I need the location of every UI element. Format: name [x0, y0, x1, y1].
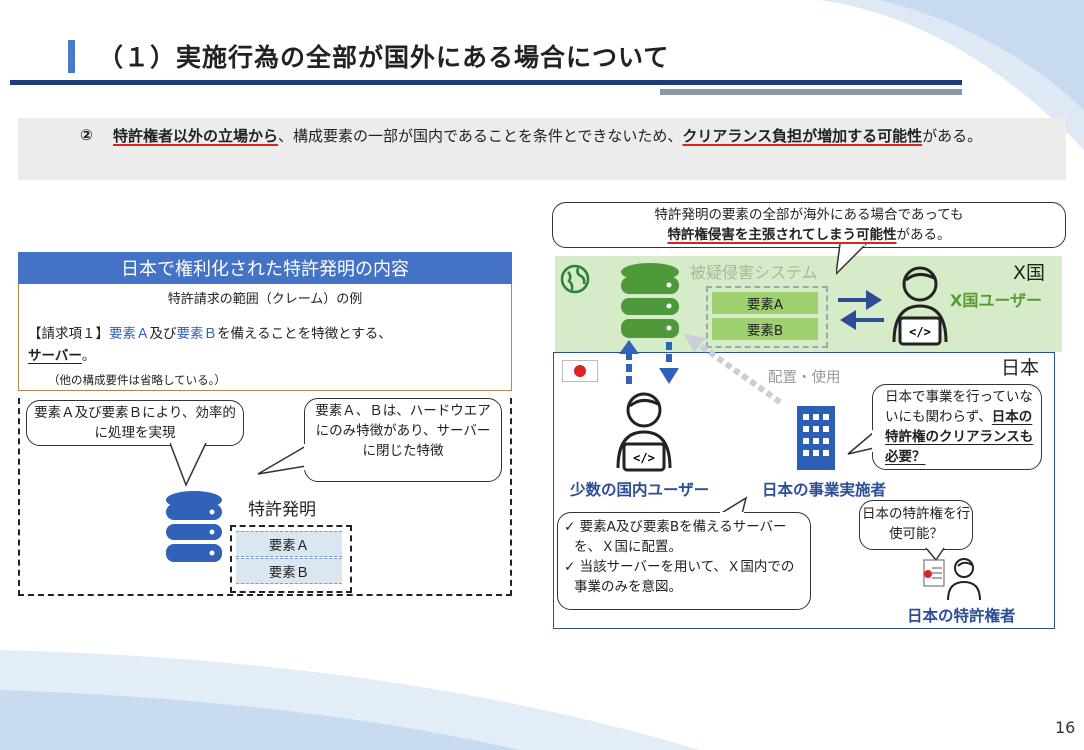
left-element-b: 要素Ｂ: [236, 558, 342, 584]
left-element-a: 要素Ａ: [236, 531, 342, 557]
claim-subheading: 特許請求の範囲（クレーム）の例: [167, 292, 363, 307]
japan-zone: [553, 352, 1055, 629]
conditions-bubble-tail: [719, 496, 748, 516]
right-element-b: 要素B: [712, 318, 818, 340]
claim-text: 【請求項１】要素Ａ及び要素Ｂを備えることを特徴とする、サーバー。: [28, 323, 498, 367]
x-country-user-label: X国ユーザー: [950, 291, 1043, 310]
bubble-a-tail: [170, 443, 207, 487]
domestic-user-label: 少数の国内ユーザー: [570, 481, 710, 499]
page-title: （１）実施行為の全部が国外にある場合について: [98, 43, 670, 72]
risk-bubble-emphasis: 特許権侵害を主張されてしまう可能性: [667, 227, 897, 243]
risk-bubble-tail: [836, 244, 867, 276]
up-down-dashed-arrows: [619, 340, 679, 384]
condition-item-1: ✓ 要素A及び要素Bを備えるサーバーを、Ｘ国に配置。: [564, 519, 787, 555]
svg-text:</>: </>: [909, 325, 931, 339]
notice-emphasis-1: 特許権者以外の立場から: [113, 127, 279, 145]
japan-flag-icon: [562, 360, 598, 382]
notice-plain-2: がある。: [922, 127, 983, 145]
server-database-icon: [621, 263, 679, 338]
claim-heading: 日本で権利化された特許発明の内容: [18, 252, 512, 284]
owner-bubble-text: 日本の特許権を行使可能？: [862, 506, 970, 542]
database-icon: [166, 491, 222, 562]
risk-bubble-line1: 特許発明の要素の全部が海外にある場合であっても: [654, 207, 964, 223]
operator-bubble-emphasis: 日本の特許権のクリアランスも必要？: [885, 409, 1034, 465]
effect-speech-bubble: 要素Ａ及び要素Ｂにより、効率的に処理を実現: [26, 400, 244, 446]
feature-speech-bubble: 要素Ａ、Ｂは、ハードウエアにのみ特徴があり、サーバーに閉じた特徴: [304, 398, 502, 482]
risk-speech-bubble: 特許発明の要素の全部が海外にある場合であっても 特許権侵害を主張されてしまう可能…: [552, 202, 1066, 248]
title-rule: [10, 80, 962, 85]
operator-bubble-plain: 日本で事業を行っていないにも関わらず、: [885, 389, 1033, 425]
notice-panel: [18, 118, 1066, 180]
patent-owner-icon: [923, 558, 981, 600]
notice-emphasis-2: クリアランス負担が増加する可能性: [682, 127, 923, 145]
globe-icon: [560, 264, 590, 294]
left-diagram-frame: [18, 398, 512, 596]
claim-element-b: 要素Ｂ: [176, 326, 218, 342]
title-subrule: [660, 89, 962, 95]
suspected-system-label: 被疑侵害システム: [690, 263, 818, 282]
effect-bubble-text: 要素Ａ及び要素Ｂにより、効率的に処理を実現: [34, 405, 236, 441]
notice-text: 特許権者以外の立場から、構成要素の一部が国内であることを条件とできないため、クリ…: [113, 124, 1048, 148]
claim-feature: を備えることを特徴とする、: [217, 326, 392, 342]
placement-use-label: 配置・使用: [768, 370, 841, 386]
right-element-a: 要素A: [712, 292, 818, 314]
operator-speech-bubble: 日本で事業を行っていないにも関わらず、日本の特許権のクリアランスも必要？: [872, 384, 1042, 470]
operator-bubble-text: 日本で事業を行っていないにも関わらず、日本の特許権のクリアランスも必要？: [885, 385, 1041, 467]
x-country-label: X国: [1013, 262, 1046, 284]
claim-server: サーバー: [28, 348, 82, 364]
x-user-developer-icon: </>: [892, 266, 948, 346]
page-number: 16: [1055, 718, 1076, 737]
title-accent-bar: [68, 40, 75, 73]
claim-element-a: 要素Ａ: [109, 326, 150, 342]
office-building-icon: [797, 406, 835, 470]
claim-number: 【請求項１】: [28, 326, 109, 342]
operator-bubble-tail: [847, 430, 876, 455]
conditions-speech-bubble: ✓ 要素A及び要素Bを備えるサーバーを、Ｘ国に配置。 ✓ 当該サーバーを用いて、…: [557, 512, 811, 610]
patent-owner-label: 日本の特許権者: [907, 607, 1016, 625]
exchange-arrows-icon: [838, 290, 884, 330]
condition-item-2: ✓ 当該サーバーを用いて、Ｘ国内での事業のみを意図。: [564, 559, 795, 595]
claim-note: （他の構成要件は省略している。）: [48, 373, 226, 387]
placement-dotted-arrow: [684, 334, 782, 405]
notice-number: ②: [80, 126, 93, 144]
bubble-b-tail: [257, 444, 308, 475]
right-elements-group: [706, 286, 828, 348]
svg-text:</>: </>: [633, 451, 655, 465]
patent-invention-label: 特許発明: [248, 500, 316, 520]
japanese-operator-label: 日本の事業実施者: [762, 481, 887, 499]
risk-bubble-tail-text: がある。: [896, 227, 951, 243]
claim-and: 及び: [149, 326, 177, 342]
owner-speech-bubble: 日本の特許権を行使可能？: [859, 500, 973, 550]
left-elements-group: [230, 525, 352, 593]
notice-plain-1: 、構成要素の一部が国内であることを条件とできないため、: [278, 127, 683, 145]
domestic-user-developer-icon: </>: [616, 392, 672, 472]
claim-box: [18, 284, 512, 391]
claim-period: 。: [81, 348, 96, 364]
japan-label: 日本: [1001, 357, 1040, 379]
risk-bubble-line2: 特許権侵害を主張されてしまう可能性がある。: [553, 225, 1065, 245]
feature-bubble-text: 要素Ａ、Ｂは、ハードウエアにのみ特徴があり、サーバーに閉じた特徴: [315, 403, 491, 459]
